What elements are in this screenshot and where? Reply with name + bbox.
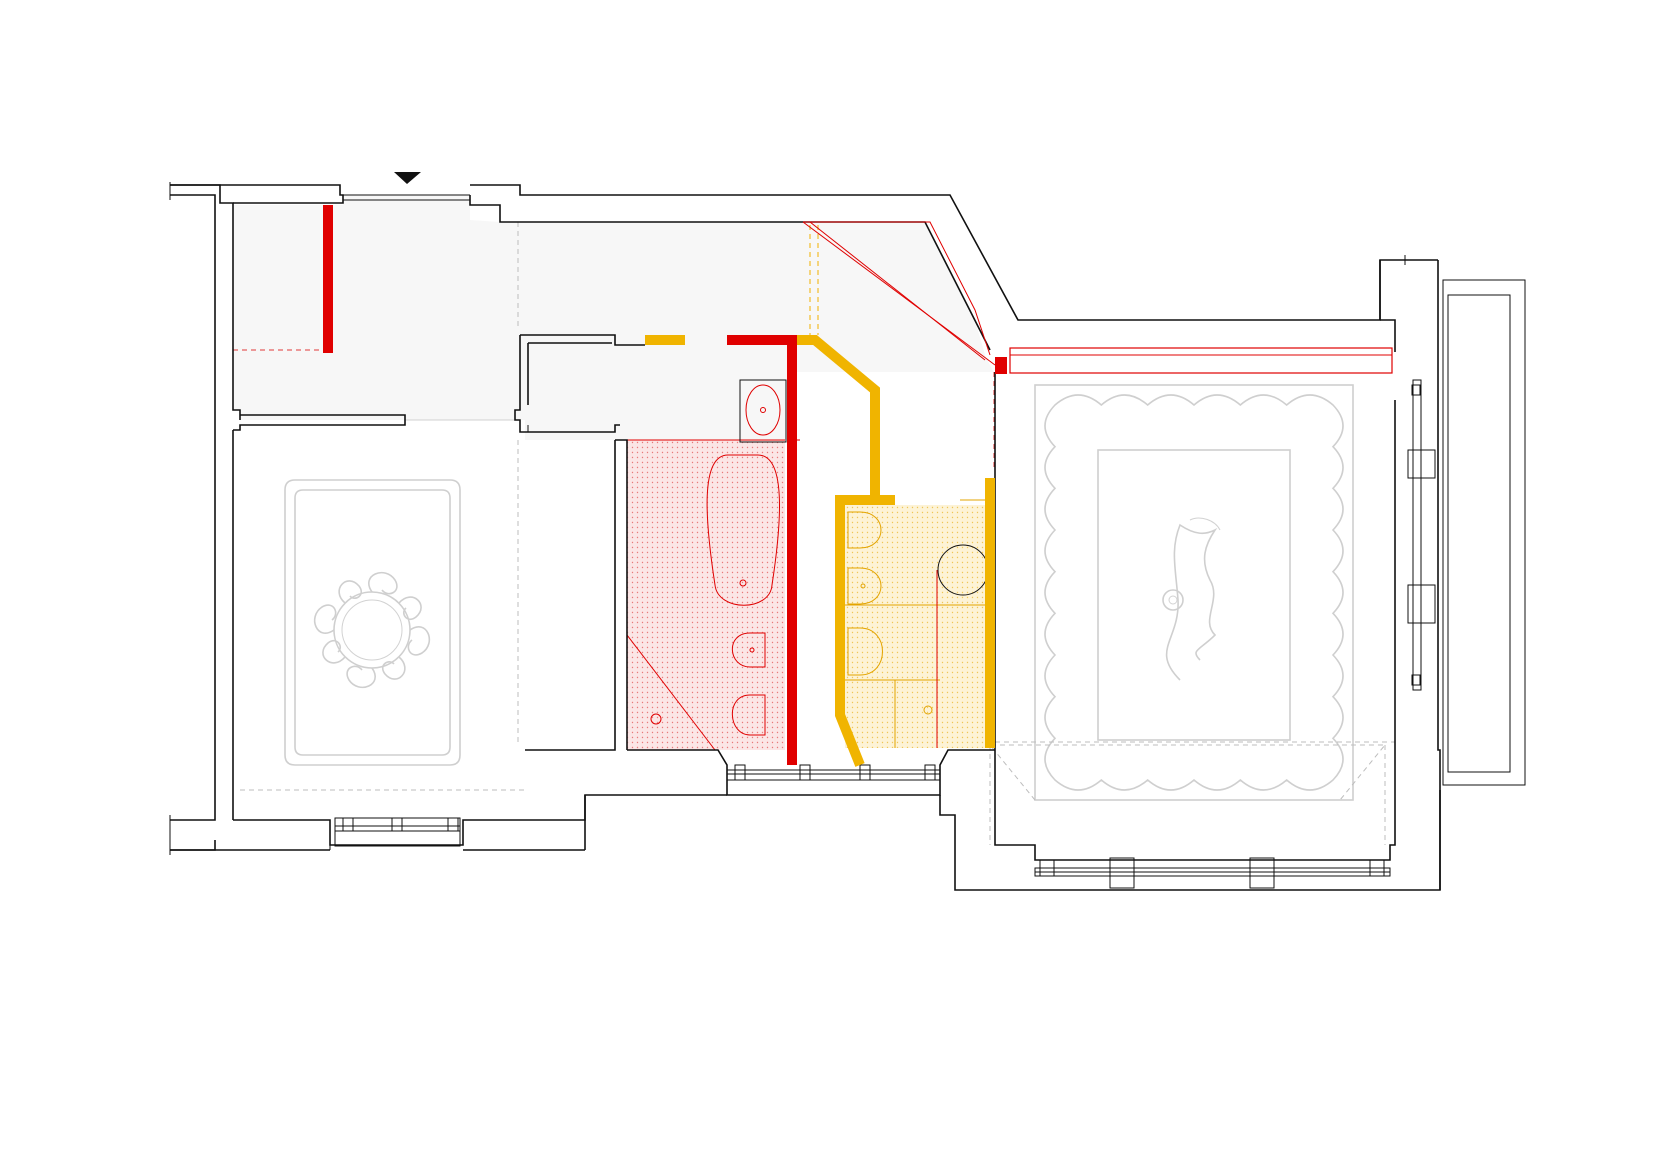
new-walls-yellow (645, 335, 995, 767)
circulation-area (233, 195, 995, 440)
window-west (334, 817, 461, 847)
main-bathroom (626, 379, 787, 751)
shower-drain-icon (650, 713, 662, 725)
scalloped-border (1044, 394, 1344, 791)
ceiling-frieze-east (988, 384, 1387, 845)
floral-motif-icon (1162, 517, 1221, 681)
bidet-icon (731, 632, 766, 668)
swirl-rosette-icon (313, 571, 431, 689)
window-east-bottom (1034, 857, 1391, 889)
bidet-icon (847, 567, 882, 605)
overhead-lines (233, 222, 1395, 791)
ceiling-medallion-west (284, 479, 461, 766)
new-walls-red (323, 205, 1393, 765)
balcony-east (1404, 255, 1526, 786)
window-bathrooms (726, 764, 941, 781)
drain-icon (923, 705, 933, 715)
toilet-icon (731, 694, 766, 736)
guest-bathroom (845, 505, 990, 748)
bathtub-icon (706, 454, 780, 606)
window-east-side (1407, 379, 1436, 691)
entrance-arrow-icon (394, 172, 421, 184)
washing-machine-icon (847, 627, 883, 676)
sink-icon (739, 379, 787, 443)
toilet-icon (847, 511, 882, 549)
existing-walls (169, 182, 1526, 891)
